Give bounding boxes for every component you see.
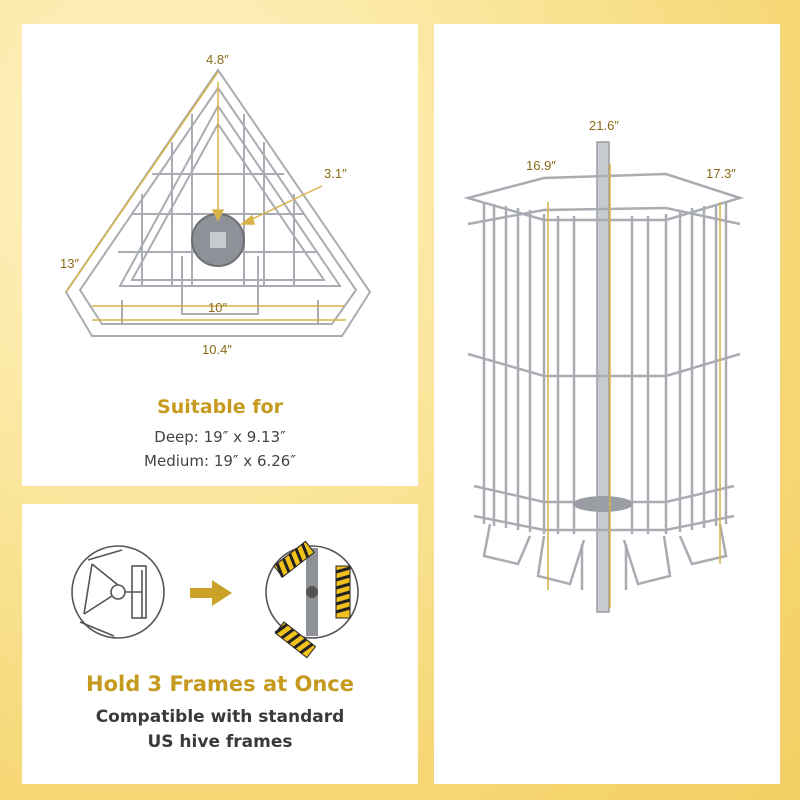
side-view-panel: 21.6″ 16.9″ 17.3″ xyxy=(434,24,780,784)
dimension-top-width: 4.8″ xyxy=(206,52,229,67)
suitable-deep: Deep: 19″ x 9.13″ xyxy=(154,428,286,446)
basket-top-view-icon xyxy=(71,545,165,639)
dimension-outer-width: 10.4″ xyxy=(202,342,232,357)
frames-loaded-icon xyxy=(265,540,359,659)
basket-side-view-icon xyxy=(463,141,745,613)
frames-title: Hold 3 Frames at Once xyxy=(86,672,354,696)
dimension-overall-height: 17.3″ xyxy=(706,166,736,181)
suitable-medium: Medium: 19″ x 6.26″ xyxy=(144,452,296,470)
top-view-panel: 4.8″ 3.1″ 13″ 10″ 10.4″ Suitable for Dee… xyxy=(22,24,418,486)
frames-illustration xyxy=(71,540,359,659)
dimension-hub-offset: 3.1″ xyxy=(324,166,347,181)
dimension-shaft-height: 21.6″ xyxy=(589,118,619,133)
dimension-inner-width: 10″ xyxy=(208,300,228,315)
suitable-title: Suitable for xyxy=(157,396,283,418)
frames-panel: Hold 3 Frames at Once Compatible with st… xyxy=(22,504,418,784)
basket-top-view-icon xyxy=(64,68,372,337)
dimension-side-length: 13″ xyxy=(60,256,80,271)
frames-line-1: Compatible with standard xyxy=(95,707,345,727)
right-arrow-icon xyxy=(190,580,232,606)
frames-line-2: US hive frames xyxy=(147,732,293,752)
dimension-body-height: 16.9″ xyxy=(526,158,556,173)
